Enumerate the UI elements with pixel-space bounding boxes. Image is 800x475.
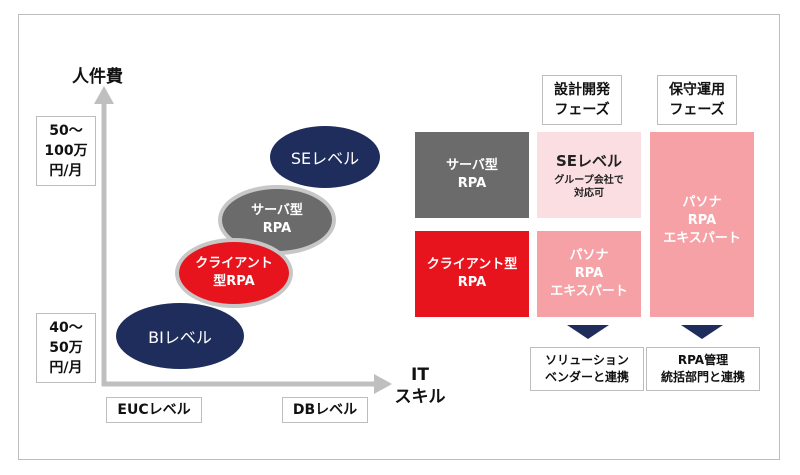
y-low-label: 40～ 50万 円/月 [36, 313, 96, 383]
y-axis [94, 86, 114, 386]
bi-level-ellipse: BIレベル [116, 303, 244, 369]
client-rpa-row-label: クライアント型 RPA [415, 231, 529, 317]
diagram-frame [18, 14, 780, 460]
maintenance-cell: パソナ RPA エキスパート [650, 132, 754, 317]
server-rpa-row-label: サーバ型 RPA [415, 132, 529, 218]
design-phase-header: 設計開発 フェーズ [542, 75, 622, 125]
x-high-label: DBレベル [282, 397, 368, 423]
y-high-label: 50～ 100万 円/月 [36, 116, 96, 186]
client-rpa-ellipse: クライアント 型RPA [175, 238, 293, 308]
se-level-ellipse: SEレベル [270, 126, 380, 188]
server-design-cell: SEレベル グループ会社で 対応可 [537, 132, 641, 218]
design-down-arrow [567, 325, 609, 339]
y-axis-title: 人件費 [72, 67, 123, 87]
client-design-cell: パソナ RPA エキスパート [537, 231, 641, 317]
maintenance-phase-header: 保守運用 フェーズ [657, 75, 737, 125]
x-low-label: EUCレベル [106, 397, 202, 423]
vendor-collab-box: ソリューション ベンダーと連携 [530, 347, 644, 391]
maintenance-down-arrow [681, 325, 723, 339]
rpa-dept-collab-box: RPA管理 統括部門と連携 [646, 347, 760, 391]
x-axis [102, 374, 392, 394]
se-level-text: SEレベル [555, 152, 623, 170]
group-company-note: グループ会社で 対応可 [554, 175, 624, 199]
x-axis-title: IT スキル [394, 365, 446, 407]
